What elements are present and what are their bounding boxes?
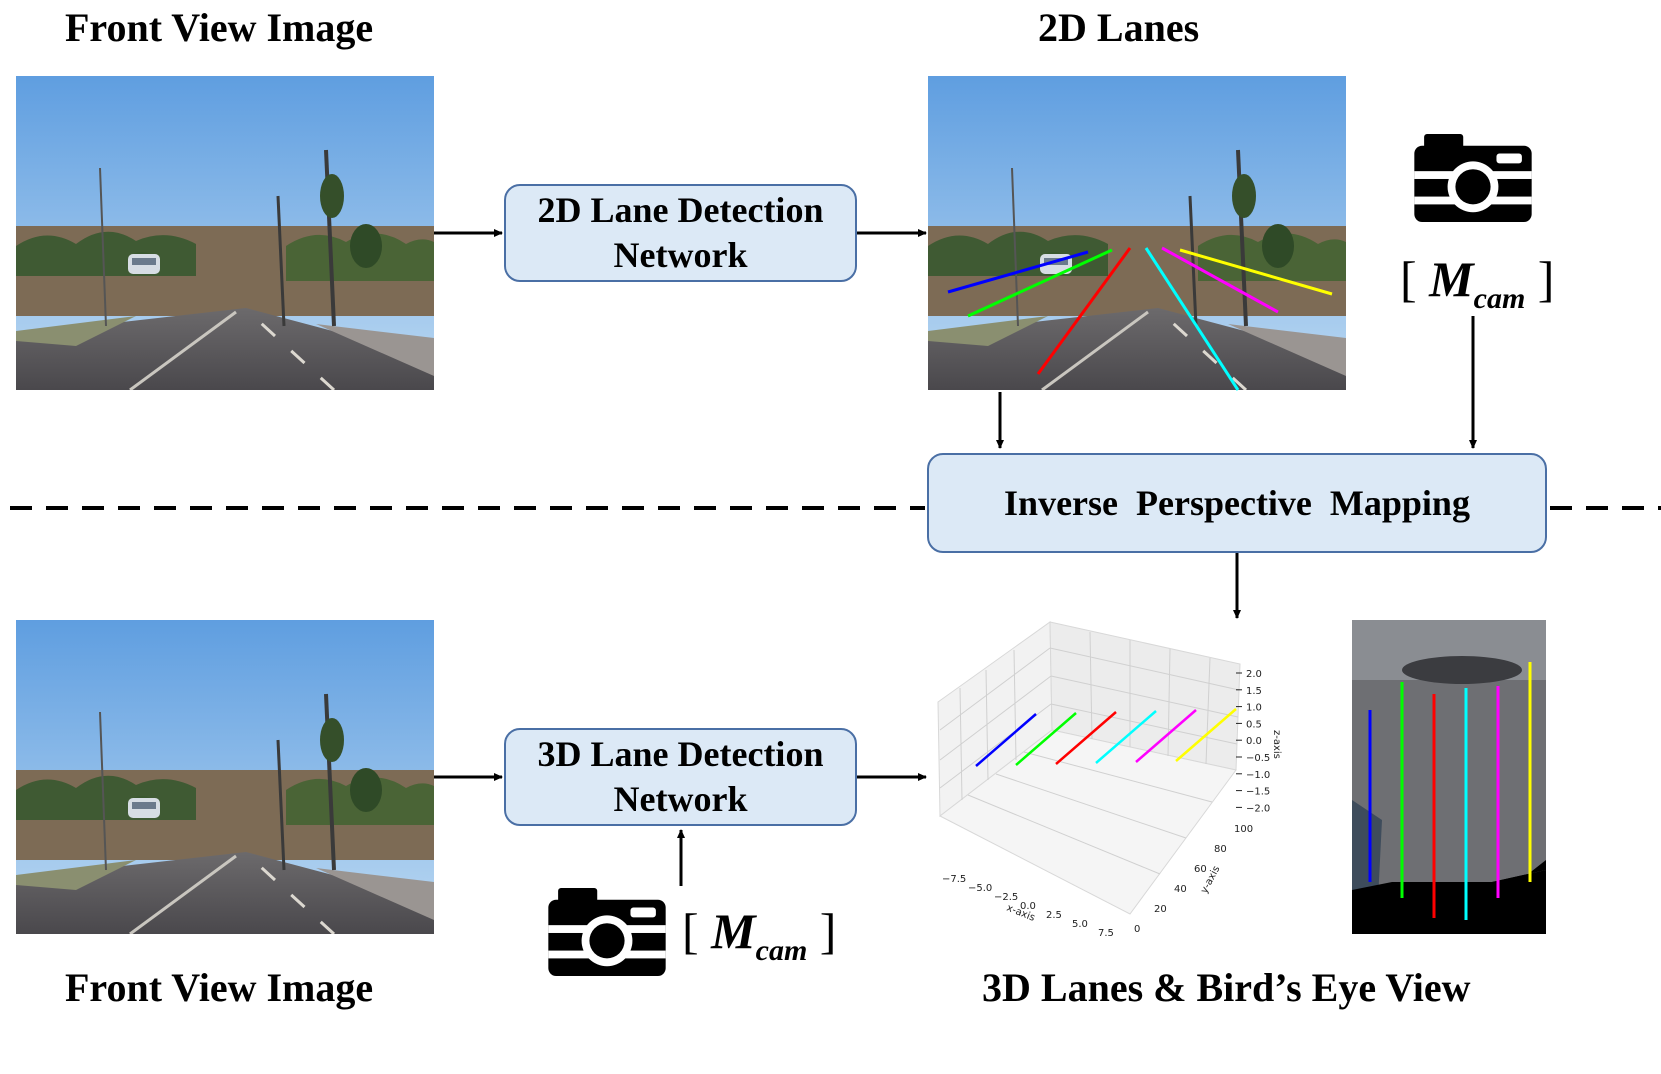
title-3d-lanes-bev: 3D Lanes & Bird’s Eye View <box>982 965 1471 1010</box>
z-tick-label: 0.0 <box>1246 736 1262 747</box>
lane-3d-2 <box>1055 711 1117 765</box>
title-front-view-bottom: Front View Image <box>65 965 374 1010</box>
plot-3d: 2.0 1.5 1.0 0.5 0.0 −0.5 −1.0 −1.5 −2.0 100 80 60 4… <box>937 621 1282 939</box>
y-tick-label: 80 <box>1214 844 1227 855</box>
x-tick-label: 2.5 <box>1046 910 1062 921</box>
x-tick-label: −7.5 <box>942 874 966 885</box>
lane-detection-2d-line1: 2D Lane Detection <box>537 190 824 230</box>
z-tick-label: 1.5 <box>1246 686 1262 697</box>
lane-detection-3d-box: 3D Lane Detection Network <box>504 728 857 826</box>
ipm-label: Inverse Perspective Mapping <box>1004 482 1470 523</box>
x-tick-label: −2.5 <box>994 892 1018 903</box>
lane-3d-0 <box>975 713 1037 767</box>
y-tick-label: 20 <box>1154 904 1167 915</box>
x-tick-label: 0.0 <box>1020 901 1036 912</box>
x-tick-label: −5.0 <box>968 883 992 894</box>
z-tick-label: 1.0 <box>1246 703 1262 714</box>
y-tick-label: 40 <box>1174 884 1187 895</box>
z-tick-label: 2.0 <box>1246 669 1262 680</box>
x-tick-label: 7.5 <box>1098 928 1114 939</box>
y-tick-label: 60 <box>1194 864 1207 875</box>
inverse-perspective-mapping-box: Inverse Perspective Mapping <box>927 453 1547 553</box>
lane-detection-2d-line2: Network <box>613 235 748 275</box>
lane-lines-2d <box>947 246 1333 391</box>
lane-detection-3d-line2: Network <box>613 779 748 819</box>
x-tick-label: 5.0 <box>1072 919 1088 930</box>
title-front-view-top: Front View Image <box>65 5 374 50</box>
lane-3d-3 <box>1095 710 1157 764</box>
lane-detection-3d-line1: 3D Lane Detection <box>537 734 824 774</box>
lane-3d-4 <box>1135 709 1197 763</box>
camera-matrix-label-bottom: [ Mcam ] <box>682 903 837 967</box>
birds-eye-view-image <box>1352 620 1546 934</box>
lane-detection-2d-box: 2D Lane Detection Network <box>504 184 857 282</box>
z-tick-label: −1.5 <box>1246 787 1270 798</box>
y-tick-label: 0 <box>1134 924 1140 935</box>
z-axis-label: z-axis <box>1271 730 1282 759</box>
title-2d-lanes: 2D Lanes <box>1038 5 1200 50</box>
lane-3d-5 <box>1175 708 1237 762</box>
z-tick-label: 0.5 <box>1246 719 1262 730</box>
lane-3d-1 <box>1015 712 1077 766</box>
z-tick-label: −1.0 <box>1246 770 1270 781</box>
y-tick-label: 100 <box>1234 824 1253 835</box>
camera-matrix-label-top: [ Mcam ] <box>1400 251 1555 315</box>
z-tick-label: −2.0 <box>1246 803 1270 814</box>
z-tick-label: −0.5 <box>1246 753 1270 764</box>
lanes-2d-image <box>928 76 1346 390</box>
